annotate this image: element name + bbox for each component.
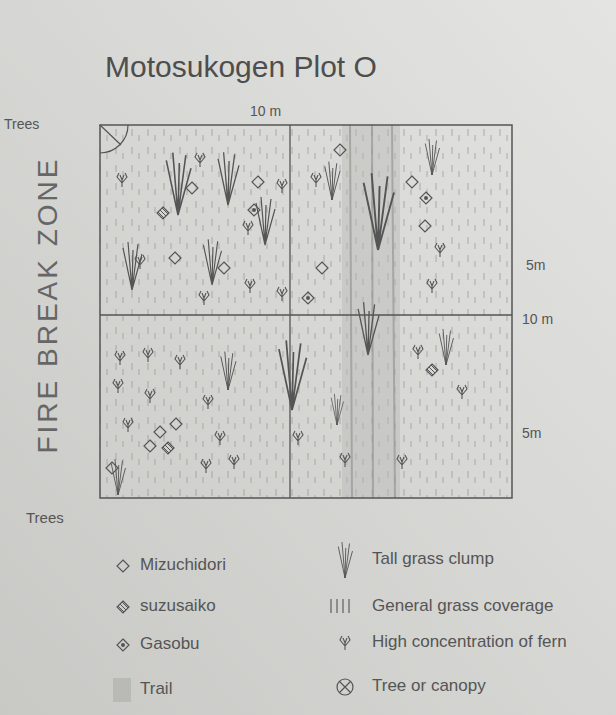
grass-clump (111, 459, 125, 495)
trees-note: Trees (26, 510, 64, 527)
fern-mark (143, 348, 153, 362)
mizuchidori-mark (186, 182, 198, 194)
mizuchidori-mark (169, 252, 181, 264)
grass-clump (203, 239, 221, 285)
plot-title: Motosukogen Plot O (105, 50, 377, 83)
fern-mark (195, 153, 205, 167)
zone-label: FIRE BREAK ZONE (33, 156, 64, 453)
mizuchidori-mark (144, 440, 156, 452)
gasobu-mark (420, 192, 432, 204)
mizuchidori-mark (334, 144, 346, 156)
gasobu-mark (302, 292, 314, 304)
gasobu-mark (248, 204, 260, 216)
grass-clump (279, 340, 307, 410)
mizuchidori-mark (316, 262, 328, 274)
legend-tree (337, 679, 353, 695)
trail-band (342, 125, 400, 498)
legend-text: High concentration of fern (372, 633, 567, 652)
grass-coverage (100, 125, 512, 498)
grass-clump (425, 139, 439, 175)
mizuchidori-mark (406, 176, 418, 188)
legend-text: General grass coverage (372, 597, 553, 616)
grass-clump (218, 152, 239, 205)
dimension-label: 10 m (522, 312, 553, 327)
corner-arc (100, 125, 128, 153)
legend-suzusaiko (117, 601, 129, 613)
legend-text: Mizuchidori (140, 556, 226, 575)
fern-mark (245, 279, 255, 293)
legend-text: Tree or canopy (372, 677, 486, 696)
fern-mark (243, 221, 253, 235)
legend-text: suzusaiko (140, 597, 216, 616)
fern-mark (145, 389, 155, 403)
dimension-label: 5m (522, 426, 541, 441)
trees-note: Trees (4, 117, 39, 132)
quadrant-line (289, 125, 290, 498)
fern-mark (201, 459, 211, 473)
fern-mark (277, 287, 287, 301)
grass-clump (221, 352, 236, 390)
fern-mark (293, 431, 303, 445)
grass-clump (331, 394, 343, 425)
mizuchidori-mark (218, 262, 230, 274)
plot-outline (100, 125, 512, 498)
mizuchidori-mark (419, 220, 431, 232)
suzusaiko-mark (157, 207, 169, 219)
legend-fern (340, 636, 350, 650)
fern-mark (115, 351, 125, 365)
dimension-label: 5m (526, 258, 545, 273)
grass-clump (325, 162, 340, 200)
grass-clump (439, 329, 453, 365)
grass-clump (123, 242, 142, 290)
grass-clump (358, 302, 379, 355)
fern-mark (199, 291, 209, 305)
fern-mark (203, 395, 213, 409)
fern-mark (311, 173, 321, 187)
fern-mark (175, 355, 185, 369)
legend-text: Gasobu (140, 635, 200, 654)
fern-mark (340, 453, 350, 467)
fern-mark (135, 255, 145, 269)
dimension-label: 10 m (250, 104, 281, 119)
fern-mark (435, 243, 445, 257)
legend-grass-clump (338, 542, 352, 578)
suzusaiko-mark (426, 364, 438, 376)
mizuchidori-mark (252, 176, 264, 188)
legend-swatch (113, 678, 131, 702)
quadrant-line (100, 314, 512, 315)
legend-grass-coverage (331, 599, 349, 613)
grass-clump (256, 197, 275, 245)
mizuchidori-mark (170, 418, 182, 430)
trail-edge (350, 125, 395, 498)
fern-mark (277, 179, 287, 193)
fern-mark (113, 379, 123, 393)
legend-text: Tall grass clump (372, 550, 494, 569)
mizuchidori-mark (154, 426, 166, 438)
fern-mark (229, 455, 239, 469)
fern-mark (457, 385, 467, 399)
fern-mark (413, 345, 423, 359)
legend-text: Trail (140, 680, 172, 699)
fern-mark (123, 418, 133, 432)
legend-mizuchidori (117, 560, 129, 572)
fern-mark (397, 455, 407, 469)
legend-gasobu (117, 639, 129, 651)
grass-clump (166, 153, 191, 215)
fern-mark (215, 431, 225, 445)
fern-mark (427, 279, 437, 293)
mizuchidori-mark (106, 462, 118, 474)
suzusaiko-mark (162, 442, 174, 454)
fern-mark (117, 173, 127, 187)
grass-clump (364, 173, 394, 250)
